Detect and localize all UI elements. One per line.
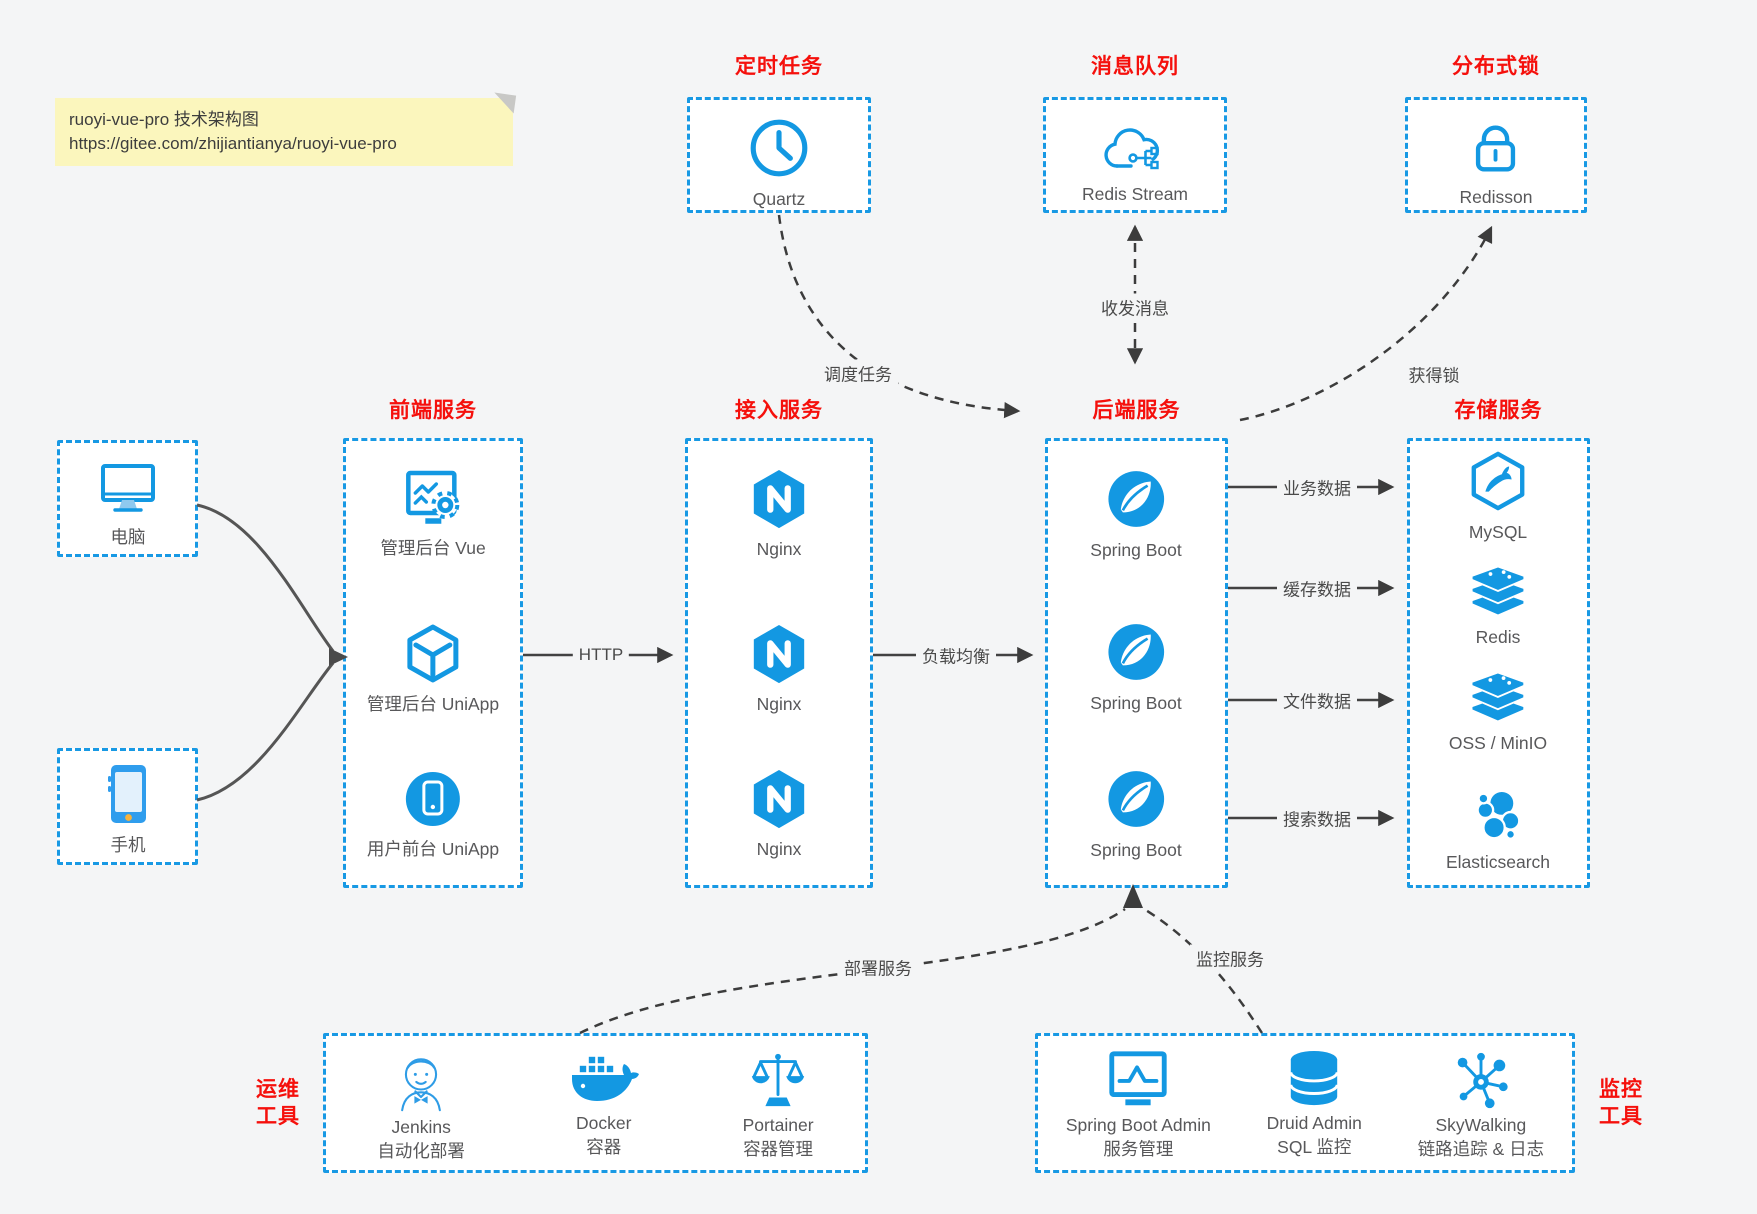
desktop-icon <box>101 464 155 512</box>
node-label-mysql: MySQL <box>1468 522 1528 542</box>
spring-boot-icon <box>1108 624 1164 680</box>
monitoring-item-desc: 链路追踪 & 日志 <box>1417 1139 1545 1159</box>
group-title-message-queue: 消息队列 <box>1091 55 1179 78</box>
ops-tools-side-title: 运维 工具 <box>256 1078 300 1128</box>
group-title-distributed-lock: 分布式锁 <box>1452 55 1540 78</box>
monitoring-item-druid: Druid Admin SQL 监控 <box>1267 1048 1362 1158</box>
note-title: ruoyi-vue-pro 技术架构图 <box>69 110 259 129</box>
monitoring-item-name: SkyWalking <box>1435 1115 1527 1135</box>
node-label-phone: 手机 <box>110 835 146 855</box>
monitoring-item-desc: 服务管理 <box>1103 1139 1174 1159</box>
monitoring-item-sba: Spring Boot Admin 服务管理 <box>1066 1048 1211 1160</box>
edge-label-load-balance: 负载均衡 <box>916 641 996 669</box>
edge-label-search-data: 搜索数据 <box>1277 804 1357 832</box>
column-title-storage: 存储服务 <box>1454 399 1543 422</box>
admin-vue-icon <box>405 470 459 524</box>
ops-item-jenkins: Jenkins 自动化部署 <box>377 1048 465 1162</box>
node-label-springboot-2: Spring Boot <box>1090 693 1182 713</box>
spring-boot-admin-icon <box>1109 1051 1168 1106</box>
nginx-icon <box>753 624 805 684</box>
edge-label-schedule-task: 调度任务 <box>818 359 898 387</box>
user-app-icon <box>405 772 460 826</box>
node-label-elasticsearch: Elasticsearch <box>1445 852 1551 872</box>
spring-boot-icon <box>1108 471 1164 527</box>
node-label-nginx-1: Nginx <box>756 539 802 559</box>
edge-label-http: HTTP <box>572 644 630 666</box>
edge-label-send-receive: 收发消息 <box>1095 293 1175 321</box>
monitoring-tools-box: Spring Boot Admin 服务管理 Druid Admin SQL 监… <box>1035 1033 1575 1173</box>
docker-icon <box>571 1055 639 1101</box>
monitoring-item-skywalking: SkyWalking 链路追踪 & 日志 <box>1418 1048 1544 1160</box>
column-title-gateway: 接入服务 <box>735 399 823 422</box>
ops-item-name: Docker <box>576 1113 632 1133</box>
lock-icon <box>1476 125 1516 172</box>
nginx-icon <box>753 769 805 829</box>
node-label-quartz: Quartz <box>752 189 806 209</box>
clock-icon <box>750 119 808 177</box>
edge-label-business-data: 业务数据 <box>1277 473 1357 501</box>
spring-boot-icon <box>1108 771 1164 827</box>
ops-item-name: Portainer <box>742 1115 814 1135</box>
monitoring-item-name: Druid Admin <box>1266 1113 1362 1133</box>
note-fold-corner <box>491 92 517 114</box>
node-label-redis: Redis <box>1475 627 1521 647</box>
column-title-backend: 后端服务 <box>1092 399 1181 422</box>
druid-icon <box>1289 1050 1339 1106</box>
sticky-note: ruoyi-vue-pro 技术架构图 https://gitee.com/zh… <box>55 92 517 166</box>
oss-minio-icon <box>1470 671 1526 723</box>
smartphone-icon <box>108 765 146 823</box>
edge-label-acquire-lock: 获得锁 <box>1402 360 1466 388</box>
elasticsearch-icon <box>1476 789 1521 840</box>
ops-item-portainer: Portainer 容器管理 <box>743 1048 814 1160</box>
jenkins-icon <box>401 1058 442 1112</box>
node-label-redis-stream: Redis Stream <box>1081 184 1189 204</box>
node-label-nginx-2: Nginx <box>756 694 802 714</box>
edge-schedule-task <box>777 214 1021 419</box>
redis-icon <box>1470 565 1526 617</box>
mysql-icon <box>1471 451 1525 511</box>
node-label-springboot-1: Spring Boot <box>1090 540 1182 560</box>
edge-label-file-data: 文件数据 <box>1277 686 1357 714</box>
node-label-redisson: Redisson <box>1459 187 1533 207</box>
node-label-admin-vue: 管理后台 Vue <box>380 538 486 558</box>
ops-item-desc: 容器 <box>586 1137 622 1157</box>
ops-item-desc: 自动化部署 <box>377 1141 465 1161</box>
node-label-user-uniapp: 用户前台 UniApp <box>366 839 500 859</box>
nginx-icon <box>753 469 805 529</box>
portainer-icon <box>751 1053 805 1107</box>
column-title-frontend: 前端服务 <box>389 399 477 422</box>
monitoring-item-name: Spring Boot Admin <box>1065 1115 1211 1135</box>
edge-pc-to-frontend <box>196 503 335 652</box>
edge-label-deploy-service: 部署服务 <box>838 953 918 981</box>
node-label-admin-uniapp: 管理后台 UniApp <box>366 694 500 714</box>
node-label-nginx-3: Nginx <box>756 839 802 859</box>
skywalking-icon <box>1457 1052 1508 1109</box>
node-label-oss-minio: OSS / MinIO <box>1448 733 1548 753</box>
monitoring-side-title: 监控 工具 <box>1599 1078 1643 1128</box>
group-title-scheduled-tasks: 定时任务 <box>735 55 823 78</box>
monitoring-item-desc: SQL 监控 <box>1277 1137 1352 1157</box>
ops-item-docker: Docker 容器 <box>568 1048 640 1158</box>
cloud-mq-icon <box>1104 128 1160 170</box>
edge-label-monitor-service: 监控服务 <box>1190 944 1270 972</box>
edge-label-cache-data: 缓存数据 <box>1277 574 1357 602</box>
ops-item-desc: 容器管理 <box>743 1139 814 1159</box>
ops-item-name: Jenkins <box>391 1117 451 1137</box>
uniapp-cube-icon <box>407 624 459 683</box>
scheduled-tasks-box <box>687 97 871 213</box>
node-label-pc: 电脑 <box>110 527 146 547</box>
node-label-springboot-3: Spring Boot <box>1090 840 1182 860</box>
edge-acquire-lock <box>1239 225 1493 422</box>
note-url: https://gitee.com/zhijiantianya/ruoyi-vu… <box>69 134 397 153</box>
edge-phone-to-frontend <box>196 662 335 802</box>
ops-tools-box: Jenkins 自动化部署 Docker 容器 <box>323 1033 868 1173</box>
